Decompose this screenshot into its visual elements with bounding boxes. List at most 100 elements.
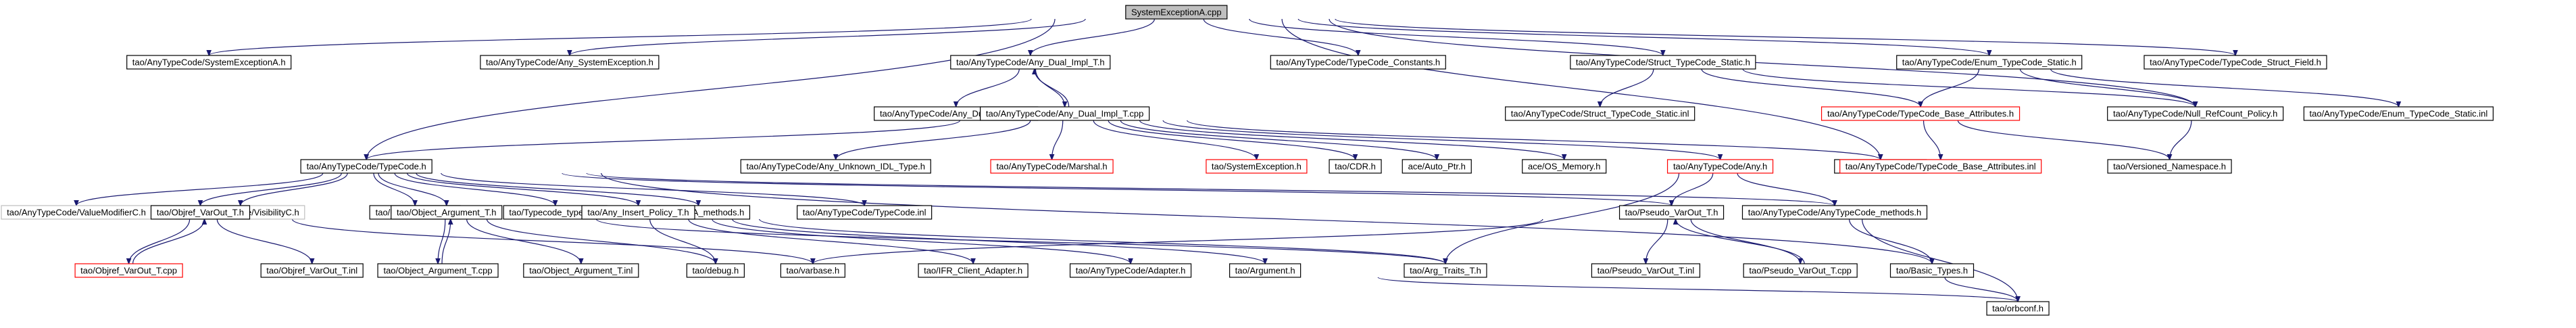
node-box — [260, 263, 364, 278]
node-label: tao/Object_Argument_T.inl — [529, 266, 633, 276]
edge-root-to-typecode-h — [366, 18, 1056, 160]
node-objref-inl[interactable]: tao/Objref_VarOut_T.inl — [260, 263, 364, 278]
node-label: tao/AnyTypeCode/ValueModifierC.h — [7, 208, 146, 218]
node-pseudo-inl[interactable]: tao/Pseudo_VarOut_T.inl — [1591, 263, 1701, 278]
edge-null-ref-h-to-versioned-h — [2170, 120, 2192, 160]
node-box — [2107, 159, 2232, 174]
node-label: tao/Basic_Types.h — [1896, 266, 1968, 276]
node-null-ref-h[interactable]: tao/AnyTypeCode/Null_RefCount_Policy.h — [2107, 106, 2284, 121]
node-marshal-h[interactable]: tao/AnyTypeCode/Marshal.h — [990, 159, 1114, 174]
node-box — [780, 263, 845, 278]
node-struct-h[interactable]: tao/AnyTypeCode/Struct_TypeCode_Static.h — [1570, 55, 1756, 70]
node-any-h[interactable]: tao/AnyTypeCode/Any.h — [1666, 159, 1774, 174]
node-label: tao/Object_Argument_T.cpp — [383, 266, 492, 276]
node-label: tao/AnyTypeCode/TypeCode.inl — [803, 208, 926, 218]
node-objref-cpp[interactable]: tao/Objref_VarOut_T.cpp — [74, 263, 183, 278]
node-label: tao/SystemException.h — [1212, 162, 1302, 172]
node-autoptr-h[interactable]: ace/Auto_Ptr.h — [1402, 159, 1472, 174]
node-basic-h[interactable]: tao/Basic_Types.h — [1889, 263, 1975, 278]
node-box — [1820, 106, 2021, 121]
node-cdr-h[interactable]: tao/CDR.h — [1329, 159, 1382, 174]
edge-dual-cpp-to-any-h — [1162, 120, 1720, 160]
node-pseudo-h[interactable]: tao/Pseudo_VarOut_T.h — [1618, 205, 1725, 220]
node-typecode-h[interactable]: tao/AnyTypeCode/TypeCode.h — [300, 159, 432, 174]
node-box — [150, 205, 251, 220]
edge-objarg-h-to-debug-h — [486, 218, 715, 264]
edge-struct-h-to-base-attr-h — [1701, 68, 1921, 107]
node-enum-h[interactable]: tao/AnyTypeCode/Enum_TypeCode_Static.h — [1896, 55, 2083, 70]
node-box — [1125, 5, 1228, 20]
node-label: SystemExceptionA.cpp — [1131, 7, 1222, 18]
edge-pseudo-cpp-to-pseudo-h — [1676, 219, 1805, 264]
node-adapter-h[interactable]: tao/AnyTypeCode/Adapter.h — [1069, 263, 1192, 278]
node-label: tao/varbase.h — [787, 266, 840, 276]
node-label: tao/AnyTypeCode/Any_Dual_Impl_T.cpp — [986, 109, 1143, 119]
node-dual-h[interactable]: tao/AnyTypeCode/Any_Dual_Impl_T.h — [950, 55, 1111, 70]
node-label: tao/Objref_VarOut_T.h — [157, 208, 244, 218]
node-struct-inl[interactable]: tao/AnyTypeCode/Struct_TypeCode_Static.i… — [1505, 106, 1695, 121]
node-box — [1743, 263, 1858, 278]
node-insert-h[interactable]: tao/Any_Insert_Policy_T.h — [581, 205, 695, 220]
node-objarg-cpp[interactable]: tao/Object_Argument_T.cpp — [377, 263, 499, 278]
node-objarg-h[interactable]: tao/Object_Argument_T.h — [391, 205, 503, 220]
node-tc-methods-h[interactable]: tao/AnyTypeCode/AnyTypeCode_methods.h — [1741, 205, 1928, 220]
node-argument-h[interactable]: tao/Argument.h — [1229, 263, 1302, 278]
node-tctypes-h[interactable]: tao/Typecode_typesC.h — [503, 205, 608, 220]
edge-objarg-h-to-objarg-cpp — [438, 218, 446, 264]
node-unknown-h[interactable]: tao/AnyTypeCode/Any_Unknown_IDL_Type.h — [740, 159, 931, 174]
node-label: tao/AnyTypeCode/Enum_TypeCode_Static.h — [1902, 57, 2077, 68]
node-box — [1402, 159, 1472, 174]
edge-objref-h-to-objref-inl — [216, 218, 312, 264]
node-valuemod-h[interactable]: tao/AnyTypeCode/ValueModifierC.h — [1, 205, 152, 220]
node-label: tao/AnyTypeCode/TypeCode_Base_Attributes… — [1827, 109, 2014, 119]
edge-insert-h-to-ifr-h — [688, 218, 973, 264]
edge-typecode-h-to-objref-h — [200, 172, 342, 206]
edge-objarg-cpp-to-objarg-h — [441, 219, 451, 264]
edge-tc-methods-h-to-basic-h — [1848, 218, 1932, 264]
edge-any-h-to-argtraits-h — [1445, 172, 1680, 264]
edge-basic-h-to-orbconf-h — [1944, 277, 2018, 302]
node-orbconf-h[interactable]: tao/orbconf.h — [1986, 301, 2050, 316]
node-tc-const-h[interactable]: tao/AnyTypeCode/TypeCode_Constants.h — [1270, 55, 1446, 70]
node-enum-inl[interactable]: tao/AnyTypeCode/Enum_TypeCode_Static.inl — [2303, 106, 2494, 121]
node-typecode-inl[interactable]: tao/AnyTypeCode/TypeCode.inl — [797, 205, 933, 220]
node-varbase-h[interactable]: tao/varbase.h — [780, 263, 845, 278]
node-osmem-h[interactable]: ace/OS_Memory.h — [1522, 159, 1607, 174]
edge-root-to-tc-const-h — [1203, 18, 1358, 55]
edge-insert-h-to-adapter-h — [712, 218, 1131, 264]
node-box — [2144, 55, 2327, 70]
node-box — [2303, 106, 2494, 121]
edge-dual-cpp-to-marshal-h — [1052, 120, 1064, 160]
node-box — [1666, 159, 1774, 174]
edge-dual-cpp-to-dual-h — [1035, 69, 1070, 108]
edge-dual-cpp-to-osmem-h — [1139, 120, 1564, 160]
node-root[interactable]: SystemExceptionA.cpp — [1125, 5, 1228, 20]
edge-typecode-h-to-visibility-h — [241, 172, 348, 206]
edge-dual-cpp-to-typecode-h — [366, 120, 961, 160]
node-base-attr-inl[interactable]: tao/AnyTypeCode/TypeCode_Base_Attributes… — [1839, 159, 2042, 174]
edge-dual-cpp-to-sysexc-h — [1093, 120, 1256, 160]
node-label: ace/Auto_Ptr.h — [1408, 162, 1466, 172]
node-any-sysexc-h[interactable]: tao/AnyTypeCode/Any_SystemException.h — [480, 55, 660, 70]
node-label: tao/Argument.h — [1235, 266, 1295, 276]
node-dual-cpp[interactable]: tao/AnyTypeCode/Any_Dual_Impl_T.cpp — [980, 106, 1150, 121]
edge-root-to-dual-h — [1031, 18, 1156, 55]
node-sysexc-h[interactable]: tao/SystemException.h — [1206, 159, 1308, 174]
node-box — [990, 159, 1114, 174]
node-objarg-inl[interactable]: tao/Object_Argument_T.inl — [523, 263, 639, 278]
node-debug-h[interactable]: tao/debug.h — [686, 263, 745, 278]
edge-any-h-to-tc-methods-h — [1737, 172, 1835, 206]
node-label: tao/AnyTypeCode/Any_Dual_Impl_T.h — [956, 57, 1105, 68]
node-box — [1618, 205, 1725, 220]
edge-pseudo-h-to-varbase-h — [813, 218, 1543, 264]
node-pseudo-cpp[interactable]: tao/Pseudo_VarOut_T.cpp — [1743, 263, 1858, 278]
node-field-h[interactable]: tao/AnyTypeCode/TypeCode_Struct_Field.h — [2144, 55, 2327, 70]
node-ifr-h[interactable]: tao/IFR_Client_Adapter.h — [918, 263, 1029, 278]
edge-typecode-h-to-tc-methods-h — [586, 172, 1835, 206]
node-base-attr-h[interactable]: tao/AnyTypeCode/TypeCode_Base_Attributes… — [1820, 106, 2021, 121]
node-objref-h[interactable]: tao/Objref_VarOut_T.h — [150, 205, 251, 220]
node-versioned-h[interactable]: tao/Versioned_Namespace.h — [2107, 159, 2232, 174]
node-sysexA-h[interactable]: tao/AnyTypeCode/SystemExceptionA.h — [126, 55, 292, 70]
node-argtraits-h[interactable]: tao/Arg_Traits_T.h — [1404, 263, 1487, 278]
node-box — [1896, 55, 2083, 70]
